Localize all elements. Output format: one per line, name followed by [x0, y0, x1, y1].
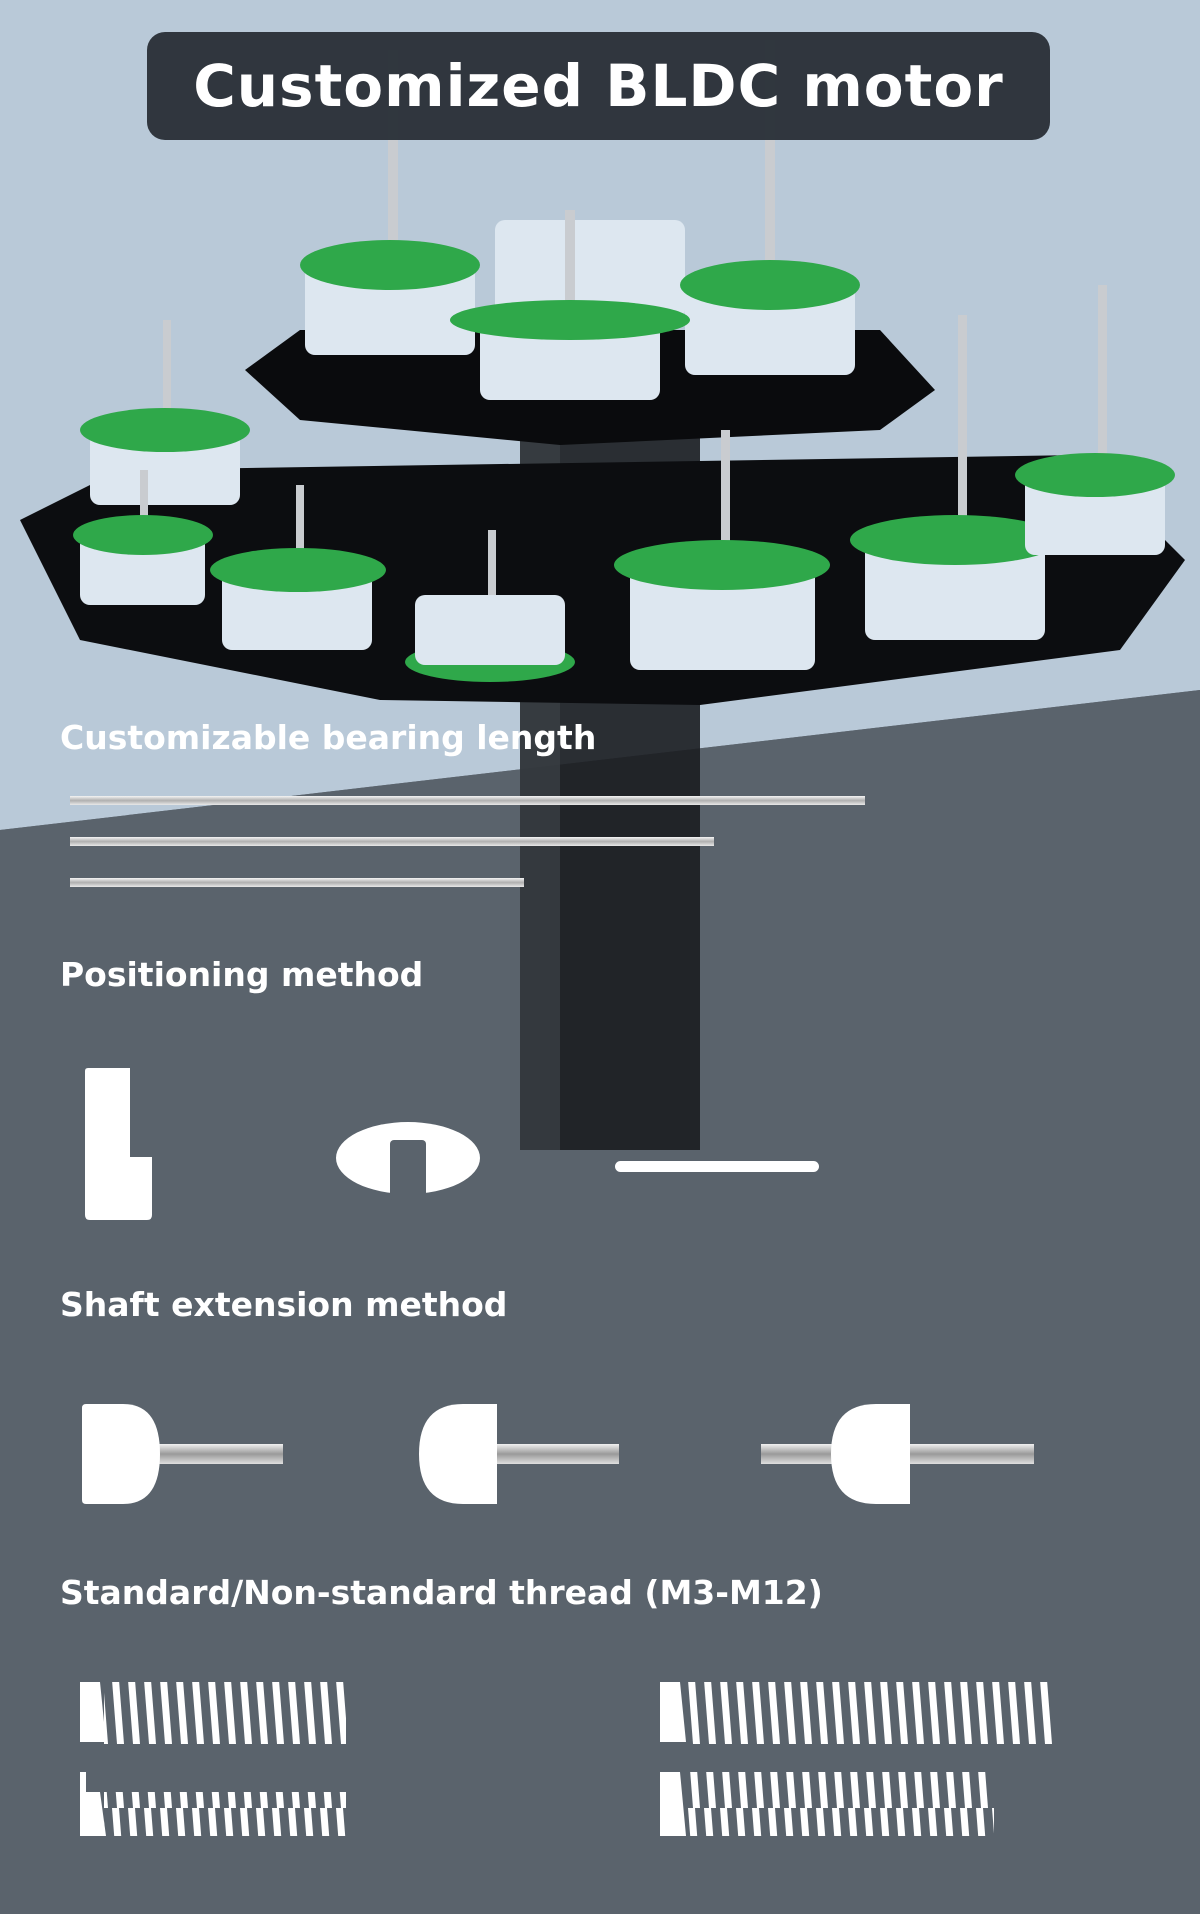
- page-title: Customized BLDC motor: [193, 52, 1004, 120]
- heading-thread: Standard/Non-standard thread (M3-M12): [60, 1573, 823, 1612]
- bearing-bar-long: [70, 796, 865, 805]
- title-banner: Customized BLDC motor: [147, 32, 1050, 140]
- heading-bearing-length: Customizable bearing length: [60, 718, 597, 757]
- line-positioning-icon: [615, 1161, 819, 1172]
- bearing-bar-medium: [70, 837, 714, 846]
- step-positioning-icon: [85, 1068, 152, 1220]
- flat-cut-positioning-icon: [336, 1122, 480, 1200]
- heading-positioning: Positioning method: [60, 955, 424, 994]
- bearing-bar-short: [70, 878, 524, 887]
- motors: [73, 40, 1175, 682]
- shaft-extension-icons: [82, 1404, 1034, 1504]
- thread-icons: [80, 1682, 1056, 1836]
- heading-shaft-extension: Shaft extension method: [60, 1285, 508, 1324]
